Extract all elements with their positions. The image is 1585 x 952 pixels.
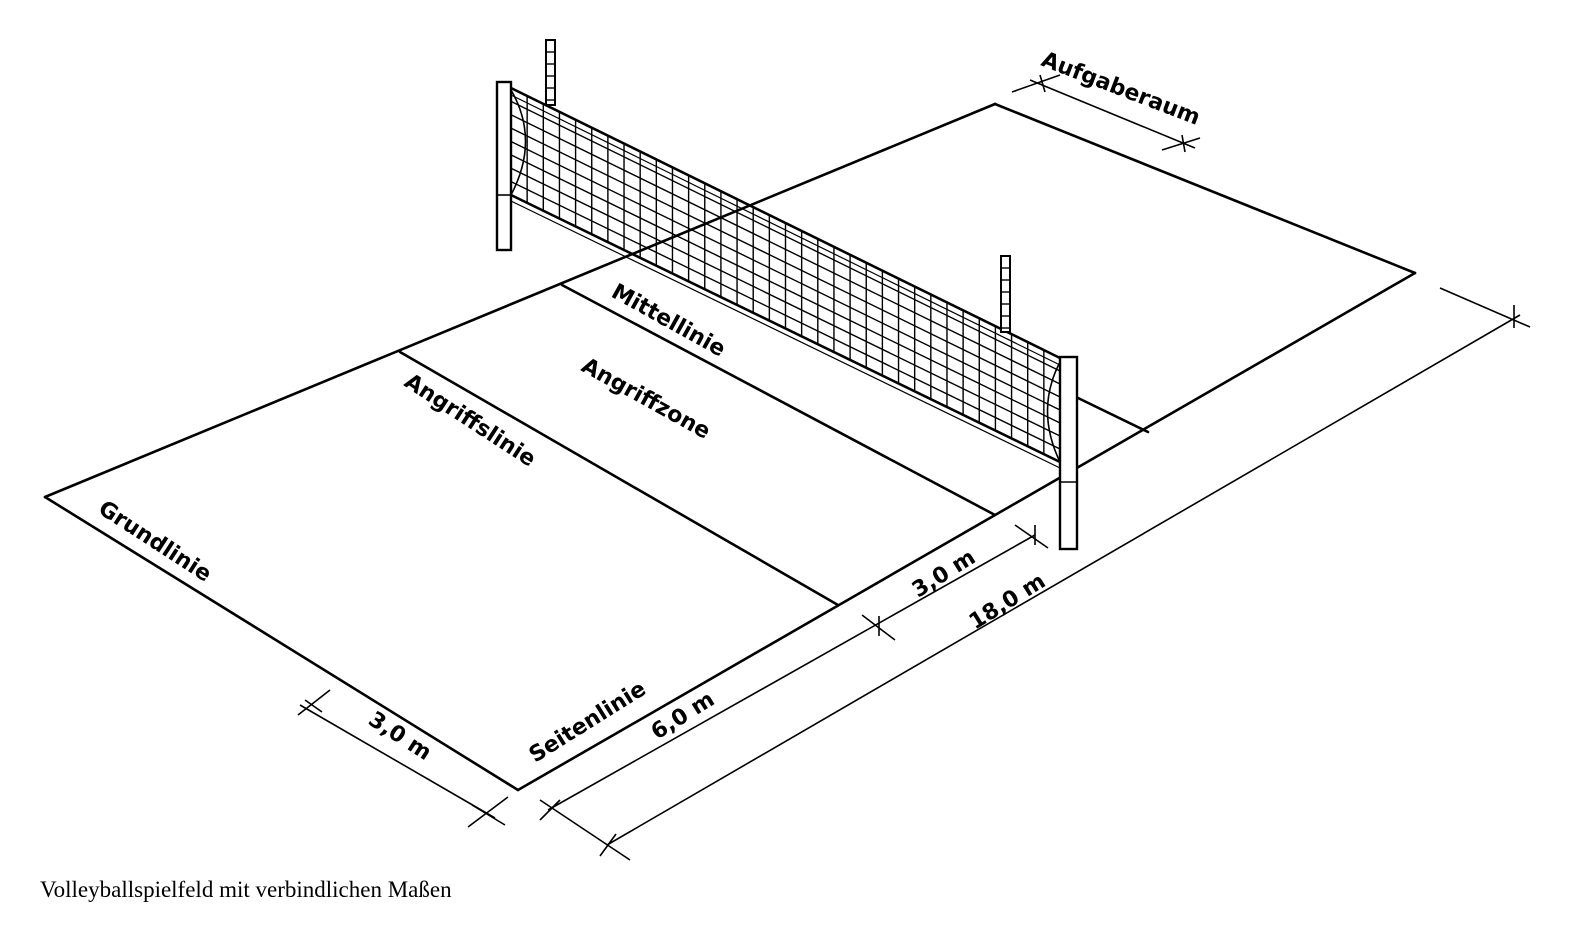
sideline-right	[516, 271, 1417, 792]
dimension-court-length: 18,0 m	[965, 569, 1050, 635]
sideline-left	[43, 102, 997, 499]
baseline-near	[43, 495, 520, 792]
label-seitenlinie: Seitenlinie	[525, 677, 651, 768]
antenna-right	[1000, 255, 1011, 333]
net-post-right	[1046, 355, 1079, 551]
baseline-far	[993, 102, 1417, 275]
center-line	[560, 283, 997, 517]
attack-line-far	[1076, 396, 1150, 434]
dimension-lines	[297, 74, 1531, 861]
label-grundlinie: Grundlinie	[94, 496, 216, 587]
figure-caption: Volleyballspielfeld mit verbindlichen Ma…	[40, 877, 452, 902]
attack-line-near	[398, 350, 840, 607]
label-angriffzone: Angriffzone	[577, 353, 714, 444]
net	[510, 86, 1061, 469]
court-lines	[43, 102, 1417, 792]
antenna-left	[545, 39, 556, 106]
dimension-attack-zone: 3,0 m	[908, 545, 980, 603]
net-post-left	[495, 80, 527, 252]
